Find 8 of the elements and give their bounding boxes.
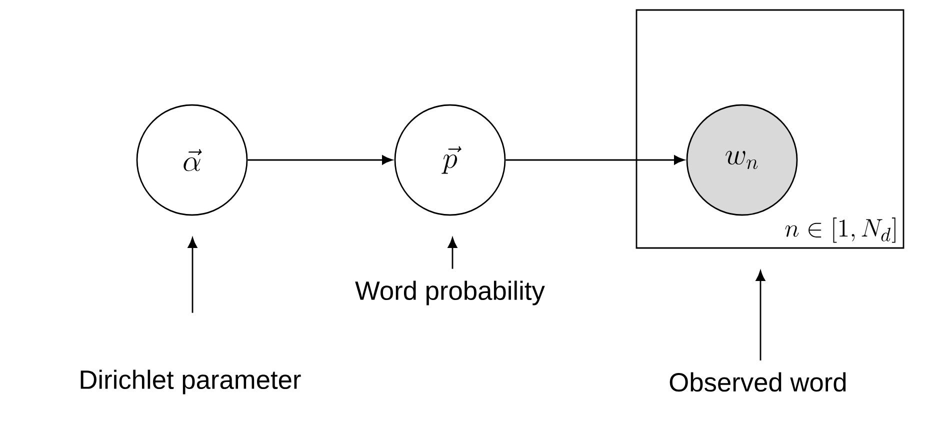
arrow	[756, 270, 766, 360]
caption-text: Dirichlet parameter	[80, 370, 301, 394]
caption-text: Word probability	[355, 280, 545, 306]
arrow	[448, 238, 458, 269]
arrow	[248, 155, 392, 165]
arrow	[188, 238, 198, 313]
caption-text: Observed word	[670, 372, 846, 392]
arrow	[506, 155, 684, 165]
